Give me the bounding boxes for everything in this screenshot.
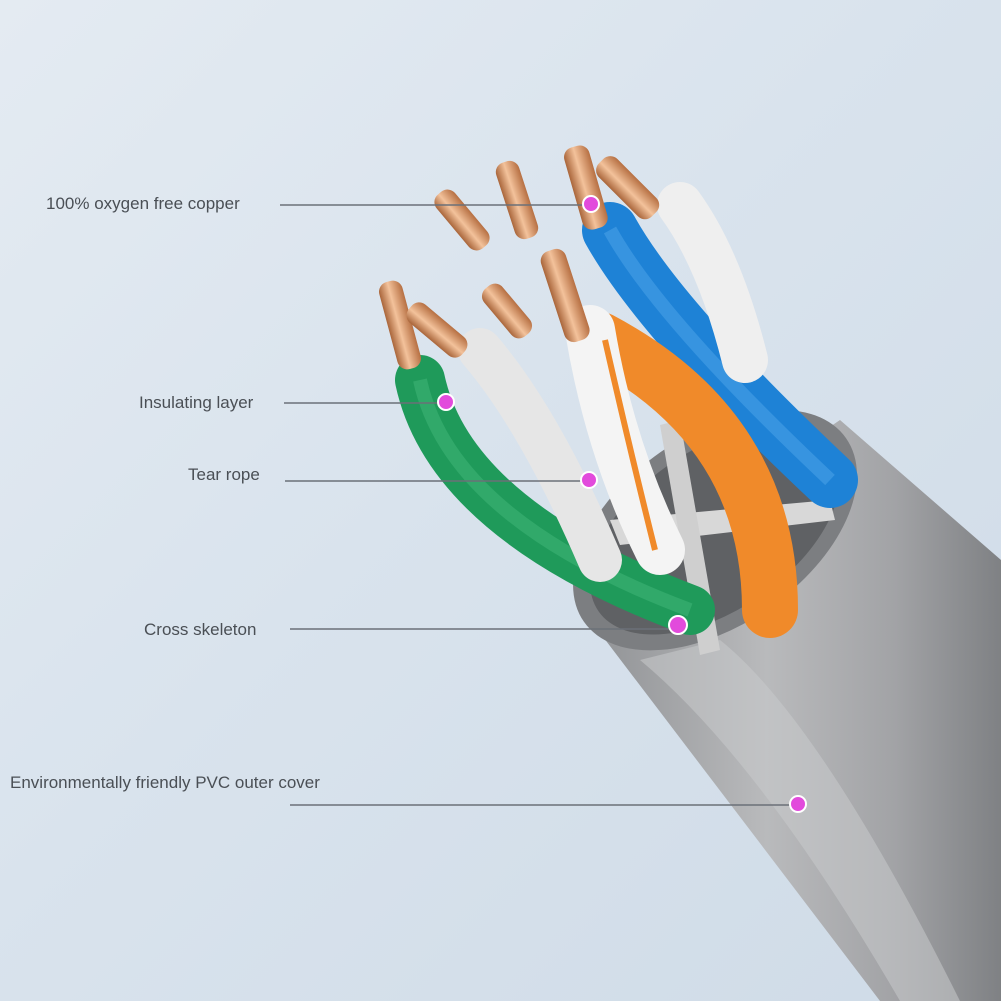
callout-label-insulating: Insulating layer bbox=[139, 393, 254, 412]
wire-orange-white bbox=[565, 305, 685, 575]
marker-pvc bbox=[789, 795, 807, 813]
marker-cross bbox=[668, 615, 688, 635]
callout-markers bbox=[437, 195, 807, 813]
marker-insulating bbox=[437, 393, 455, 411]
callout-label-cross-skeleton: Cross skeleton bbox=[144, 620, 257, 639]
callout-label-copper: 100% oxygen free copper bbox=[46, 194, 240, 213]
wire-orange bbox=[572, 312, 798, 638]
callout-label-tear-rope: Tear rope bbox=[188, 465, 260, 484]
copper-conductors bbox=[379, 145, 660, 370]
marker-copper bbox=[582, 195, 600, 213]
wire-green-white bbox=[458, 328, 622, 582]
wire-blue bbox=[582, 202, 858, 508]
marker-tear bbox=[580, 471, 598, 489]
leader-lines bbox=[280, 204, 798, 806]
wire-blue-white bbox=[657, 182, 768, 383]
callout-label-pvc-cover: Environmentally friendly PVC outer cover bbox=[10, 773, 320, 792]
wire-green bbox=[395, 355, 715, 635]
